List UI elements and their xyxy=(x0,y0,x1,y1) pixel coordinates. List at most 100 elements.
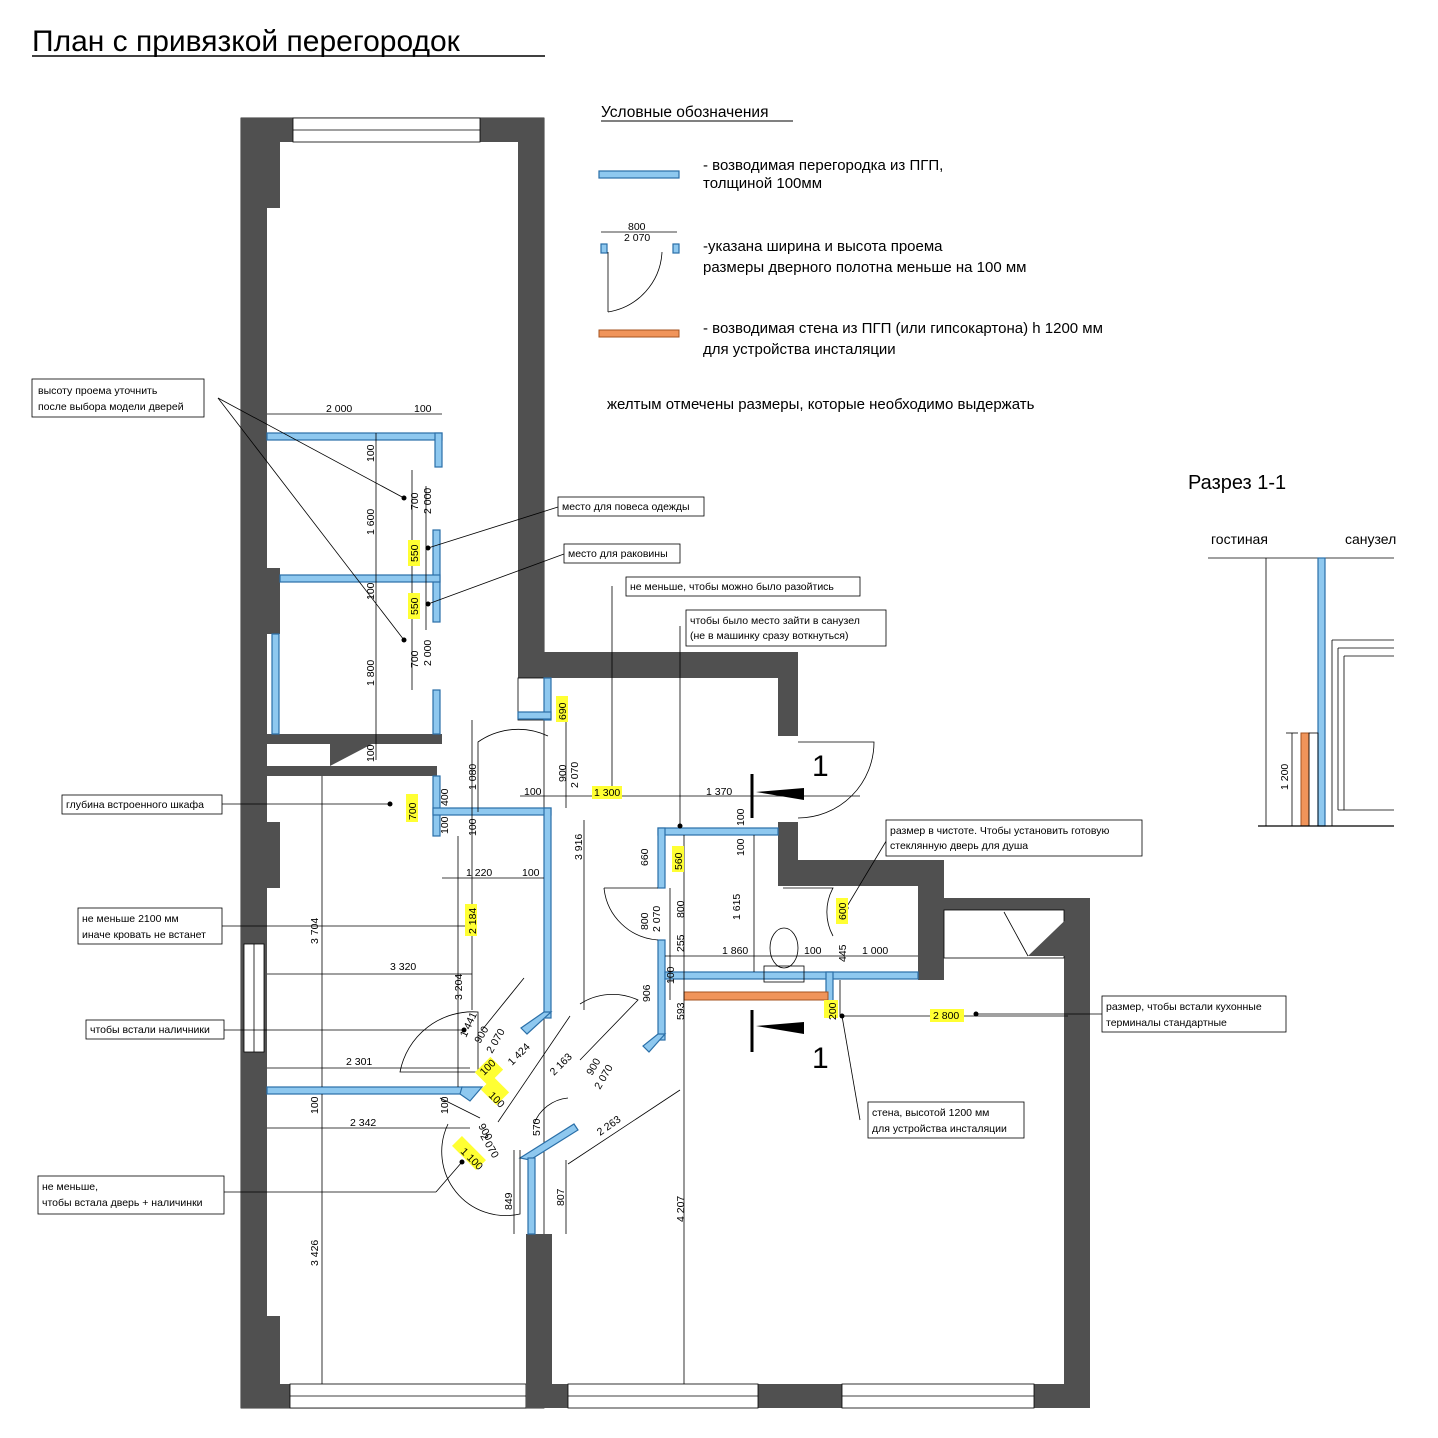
dim: 1 615 xyxy=(731,894,743,920)
dim: 4 207 xyxy=(675,1196,687,1222)
dim: 3 916 xyxy=(573,834,585,860)
legend-partition-text-1: - возводимая перегородка из ПГП, xyxy=(703,157,943,174)
dim: 100 xyxy=(414,403,432,415)
dim: 3 426 xyxy=(309,1240,321,1266)
dim: 690 xyxy=(557,702,569,720)
dim: 1 600 xyxy=(365,509,377,535)
dimension-lines xyxy=(267,413,1068,1384)
callout-text: место для повеса одежды xyxy=(562,501,690,513)
section-height: 1 200 xyxy=(1279,764,1291,790)
dim: 570 xyxy=(531,1118,543,1136)
dim: 2 070 xyxy=(569,762,581,788)
callout-text: место для раковины xyxy=(568,548,668,560)
section-mark-bottom: 1 xyxy=(812,1042,829,1075)
dim: 100 xyxy=(365,444,377,462)
dim: 700 xyxy=(409,650,421,668)
legend-wall-text-1: - возводимая стена из ПГП (или гипсокарт… xyxy=(703,320,1103,337)
section-title: Разрез 1-1 xyxy=(1188,472,1286,494)
dim: 800 xyxy=(675,900,687,918)
callout-text: чтобы встали наличники xyxy=(90,1024,210,1036)
dim: 3 204 xyxy=(453,974,465,1000)
dim: 2 070 xyxy=(651,906,663,932)
dim: 100 xyxy=(309,1096,321,1114)
page-title: План с привязкой перегородок xyxy=(32,25,461,58)
callout-text: не меньше, xyxy=(42,1181,98,1193)
dim: 1 220 xyxy=(466,867,492,879)
callout-text: иначе кровать не встанет xyxy=(82,929,206,941)
dimension-texts: 2 000 100 100 700 2 000 1 600 550 100 55… xyxy=(309,403,959,1266)
dim: 100 xyxy=(365,582,377,600)
section-install-wall xyxy=(1300,732,1310,827)
dim: 550 xyxy=(409,544,421,562)
section-marks: 1 1 xyxy=(750,750,829,1075)
callout-text: не меньше 2100 мм xyxy=(82,913,179,925)
dim: 1 424 xyxy=(506,1041,533,1068)
callout-text: для устройства инсталяции xyxy=(872,1123,1007,1135)
dim: 849 xyxy=(503,1192,515,1210)
callout-text: чтобы было место зайти в санузел xyxy=(690,615,860,627)
dim: 600 xyxy=(837,902,849,920)
section-left-room: гостиная xyxy=(1211,531,1268,547)
dim: 2 263 xyxy=(595,1113,624,1138)
dim: 1 300 xyxy=(594,787,620,799)
dim: 2 184 xyxy=(467,908,479,934)
dim: 1 370 xyxy=(706,786,732,798)
callouts: высоту проема уточнить после выбора моде… xyxy=(31,378,1287,1215)
callout-text: после выбора модели дверей xyxy=(38,401,184,413)
legend-partition-text-2: толщиной 100мм xyxy=(703,175,822,192)
dim: 255 xyxy=(675,934,687,952)
callout-text: размер, чтобы встали кухонные xyxy=(1106,1001,1262,1013)
existing-walls xyxy=(240,117,1090,1409)
section-right-room: санузел xyxy=(1345,531,1396,547)
legend-partition-swatch xyxy=(598,170,680,179)
dim: 2 163 xyxy=(548,1051,575,1078)
dim: 100 xyxy=(439,816,451,834)
callout-text: стена, высотой 1200 мм xyxy=(872,1107,989,1119)
dim: 3 704 xyxy=(309,918,321,944)
door-swings xyxy=(399,728,875,1216)
legend-door-text-1: -указана ширина и высота проема xyxy=(703,238,943,255)
dim: 1 800 xyxy=(365,660,377,686)
callout-text: не меньше, чтобы можно было разойтись xyxy=(630,581,834,593)
legend-wall-text-2: для устройства инсталяции xyxy=(703,341,896,358)
section-partition xyxy=(1317,557,1326,827)
dim: 100 xyxy=(735,808,747,826)
dim: 550 xyxy=(409,597,421,615)
dim: 100 xyxy=(735,838,747,856)
title-group: План с привязкой перегородок xyxy=(32,25,545,58)
dim: 560 xyxy=(673,852,685,870)
dim: 3 320 xyxy=(390,961,416,973)
dim: 100 xyxy=(439,1096,451,1114)
dim: 200 xyxy=(827,1002,839,1020)
yellow-highlights xyxy=(406,540,964,1170)
legend-door-symbol: 800 2 070 xyxy=(600,221,680,313)
dim: 100 xyxy=(665,966,677,984)
dim: 2 000 xyxy=(422,640,434,666)
install-wall xyxy=(683,991,829,1001)
dim: 2 000 xyxy=(326,403,352,415)
dim: 1 860 xyxy=(722,945,748,957)
callout-text: чтобы встала дверь + наличинки xyxy=(42,1197,203,1209)
legend-door-height: 2 070 xyxy=(624,232,650,244)
dim: 700 xyxy=(407,802,419,820)
section-1-1: Разрез 1-1 гостиная санузел 1 200 xyxy=(1188,472,1396,827)
dim: 2 301 xyxy=(346,1056,372,1068)
legend-wall-swatch xyxy=(598,329,680,338)
dim: 906 xyxy=(641,984,653,1002)
legend: Условные обозначения - возводимая перего… xyxy=(598,104,1103,413)
dim: 2 000 xyxy=(422,488,434,514)
dim: 100 xyxy=(804,945,822,957)
dim: 1 080 xyxy=(467,764,479,790)
legend-door-width: 800 xyxy=(628,221,646,233)
dim: 900 xyxy=(557,764,569,782)
dim: 100 xyxy=(522,867,540,879)
dim: 807 xyxy=(555,1188,567,1206)
callout-text: терминалы стандартные xyxy=(1106,1017,1227,1029)
callout-text: стеклянную дверь для душа xyxy=(890,840,1028,852)
dim: 700 xyxy=(409,492,421,510)
new-partitions xyxy=(266,432,919,1235)
dim: 2 800 xyxy=(933,1010,959,1022)
dim: 1 000 xyxy=(862,945,888,957)
callout-text: (не в машинку сразу воткнуться) xyxy=(690,630,848,642)
